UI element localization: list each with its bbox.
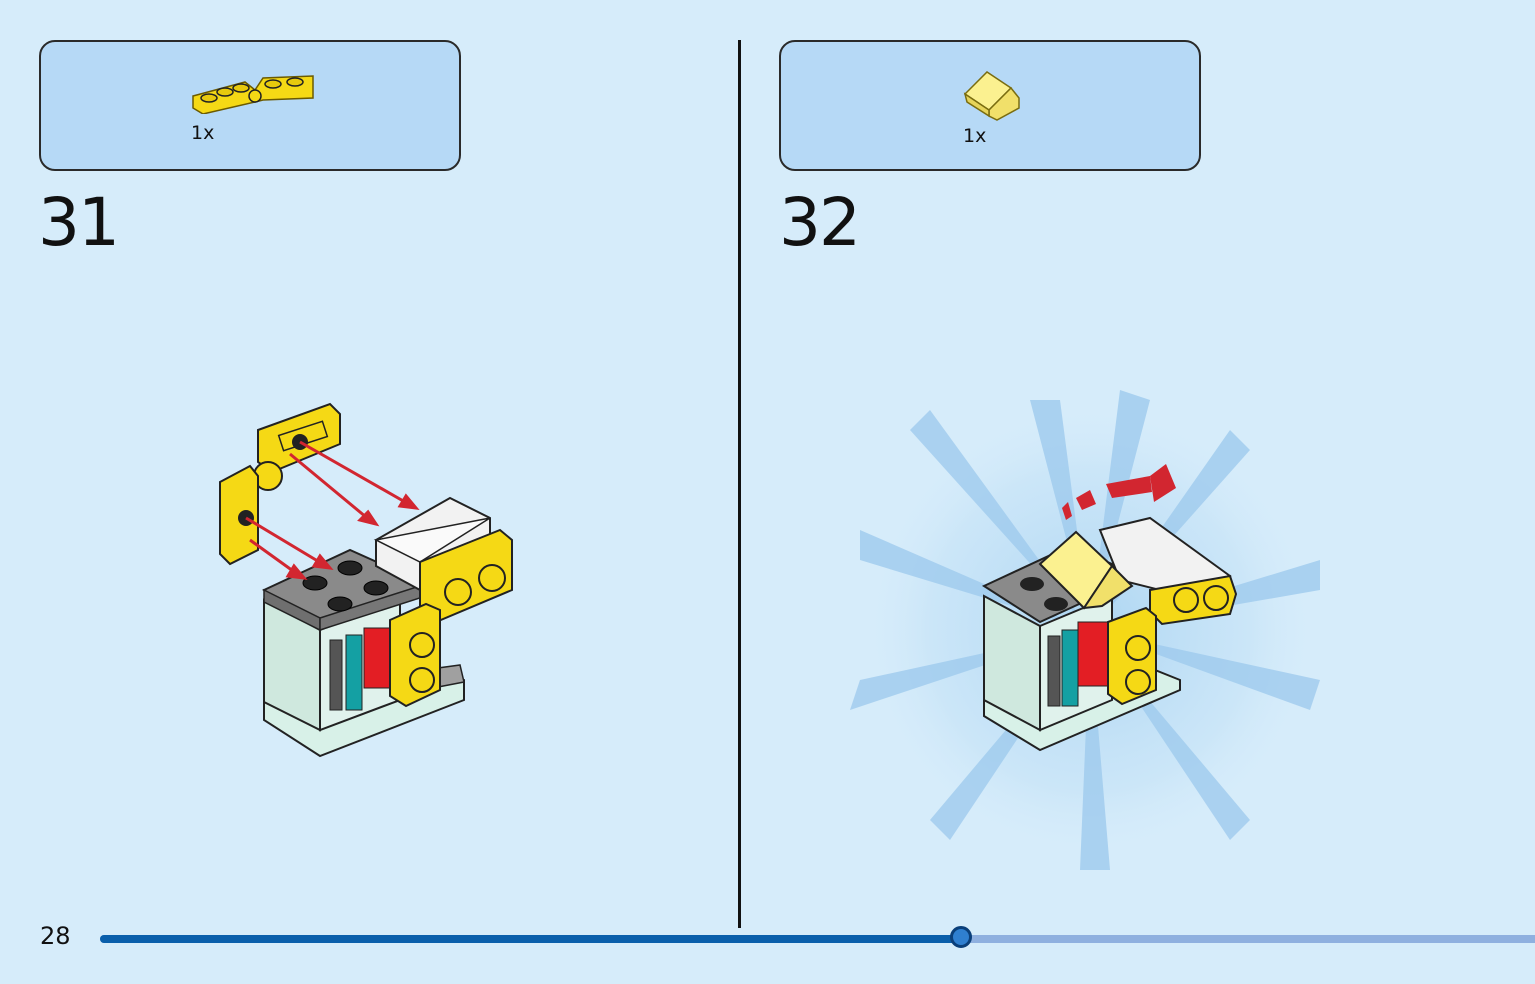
part-quantity: 1x (191, 122, 215, 144)
yellow-hinge-plate-icon (192, 75, 314, 114)
build-progress-fill (100, 935, 961, 943)
step-32-build-illustration (850, 390, 1320, 870)
step-number-32: 32 (779, 184, 861, 261)
light-yellow-slope-icon (963, 71, 1020, 121)
step-31-build-illustration (219, 402, 513, 758)
page-number: 28 (40, 922, 71, 950)
step-number-31: 31 (38, 184, 120, 261)
build-progress-bar (100, 926, 1535, 948)
build-progress-knob (950, 926, 972, 948)
page-divider (738, 40, 741, 928)
part-quantity: 1x (963, 125, 987, 147)
parts-box-step-31: 1x (39, 40, 461, 171)
parts-box-step-32: 1x (779, 40, 1201, 171)
